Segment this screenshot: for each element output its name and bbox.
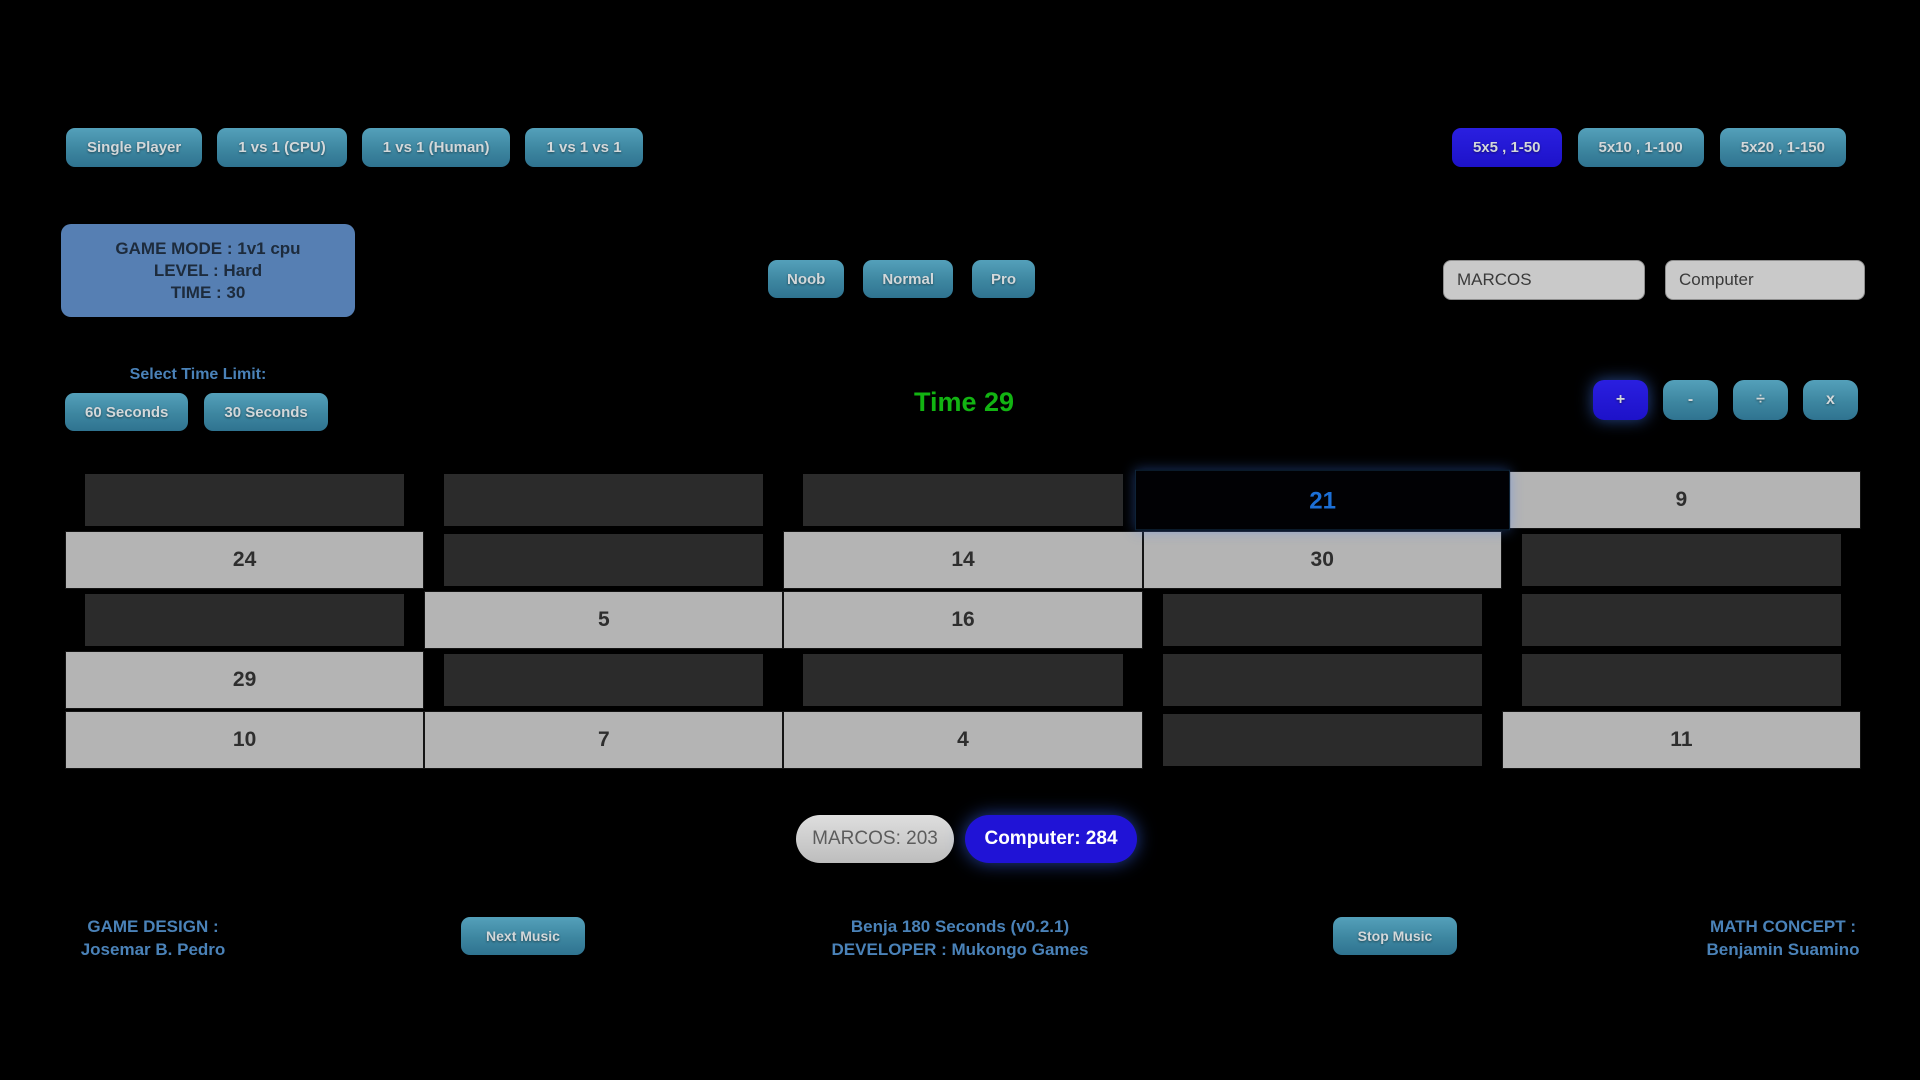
- grid-cell-empty: [1162, 594, 1482, 646]
- operator-button-subtract[interactable]: -: [1663, 380, 1718, 420]
- grid-cell[interactable]: 30: [1142, 531, 1502, 589]
- difficulty-button-noob[interactable]: Noob: [768, 260, 845, 298]
- time-limit-button-60s[interactable]: 60 Seconds: [65, 393, 189, 431]
- grid-cell-empty: [803, 654, 1123, 706]
- game-design-label: GAME DESIGN :: [87, 917, 219, 936]
- mode-button-1v1-human[interactable]: 1 vs 1 (Human): [361, 128, 511, 167]
- grid-cell-empty: [444, 654, 764, 706]
- operator-button-row: + - ÷ x: [1593, 380, 1858, 420]
- board-size-button-5x5[interactable]: 5x5 , 1-50: [1451, 128, 1562, 167]
- game-mode-text: GAME MODE : 1v1 cpu: [115, 238, 301, 258]
- player2-score-button[interactable]: Computer: 284: [965, 815, 1137, 863]
- grid-cell-empty: [1162, 714, 1482, 766]
- grid-cell[interactable]: 10: [65, 711, 425, 769]
- grid-cell[interactable]: 11: [1501, 711, 1861, 769]
- grid-cell[interactable]: 29: [65, 651, 425, 709]
- grid-cell-empty: [85, 474, 405, 526]
- difficulty-button-pro[interactable]: Pro: [972, 260, 1036, 298]
- developer-credit: DEVELOPER : Mukongo Games: [831, 940, 1089, 959]
- difficulty-button-normal[interactable]: Normal: [863, 260, 954, 298]
- mode-button-single-player[interactable]: Single Player: [66, 128, 203, 167]
- player1-name-input[interactable]: [1443, 260, 1645, 300]
- timer-text: Time 29: [913, 387, 1015, 417]
- grid-cell-empty: [1162, 654, 1482, 706]
- grid-cell[interactable]: 7: [424, 711, 784, 769]
- mode-button-1v1-cpu[interactable]: 1 vs 1 (CPU): [217, 128, 347, 167]
- grid-cell-empty: [803, 474, 1123, 526]
- player2-name-input[interactable]: [1665, 260, 1865, 300]
- grid-cell[interactable]: 4: [783, 711, 1143, 769]
- grid-cell-empty: [1521, 654, 1841, 706]
- level-text: LEVEL : Hard: [153, 260, 263, 280]
- grid-cell-empty: [1521, 534, 1841, 586]
- game-design-name: Josemar B. Pedro: [80, 940, 226, 959]
- grid-cell[interactable]: 24: [65, 531, 425, 589]
- board-size-button-5x10[interactable]: 5x10 , 1-100: [1577, 128, 1704, 167]
- game-info-panel: GAME MODE : 1v1 cpu LEVEL : Hard TIME : …: [61, 224, 355, 317]
- grid-cell[interactable]: 9: [1501, 471, 1861, 529]
- board-size-button-5x20[interactable]: 5x20 , 1-150: [1719, 128, 1846, 167]
- mode-button-1v1v1[interactable]: 1 vs 1 vs 1: [525, 128, 643, 167]
- grid-cell-empty: [444, 474, 764, 526]
- grid-cell[interactable]: 14: [783, 531, 1143, 589]
- operator-button-divide[interactable]: ÷: [1733, 380, 1788, 420]
- math-concept-credit: MATH CONCEPT : Benjamin Suamino: [1668, 915, 1898, 961]
- grid-cell-empty: [85, 594, 405, 646]
- grid-cell[interactable]: 21: [1134, 469, 1510, 531]
- time-limit-button-30s[interactable]: 30 Seconds: [204, 393, 328, 431]
- game-mode-button-row: Single Player 1 vs 1 (CPU) 1 vs 1 (Human…: [66, 128, 643, 167]
- math-concept-label: MATH CONCEPT :: [1709, 917, 1857, 936]
- time-text: TIME : 30: [170, 282, 246, 302]
- operator-button-multiply[interactable]: x: [1803, 380, 1858, 420]
- next-music-button[interactable]: Next Music: [461, 917, 585, 955]
- game-design-credit: GAME DESIGN : Josemar B. Pedro: [38, 915, 268, 961]
- grid-cell-empty: [1521, 594, 1841, 646]
- stop-music-button[interactable]: Stop Music: [1333, 917, 1457, 955]
- difficulty-button-row: Noob Normal Pro: [768, 260, 1036, 298]
- operator-button-add[interactable]: +: [1593, 380, 1648, 420]
- grid-cell-empty: [444, 534, 764, 586]
- time-limit-label: Select Time Limit:: [129, 366, 267, 383]
- app-title-credit: Benja 180 Seconds (v0.2.1) DEVELOPER : M…: [758, 915, 1162, 961]
- board-size-button-row: 5x5 , 1-50 5x10 , 1-100 5x20 , 1-150: [1451, 128, 1846, 167]
- grid-cell[interactable]: 5: [424, 591, 784, 649]
- time-limit-button-row: 60 Seconds 30 Seconds: [65, 393, 328, 431]
- player1-score-button[interactable]: MARCOS: 203: [796, 815, 954, 863]
- math-concept-name: Benjamin Suamino: [1706, 940, 1860, 959]
- app-title: Benja 180 Seconds (v0.2.1): [850, 917, 1070, 936]
- grid-cell[interactable]: 16: [783, 591, 1143, 649]
